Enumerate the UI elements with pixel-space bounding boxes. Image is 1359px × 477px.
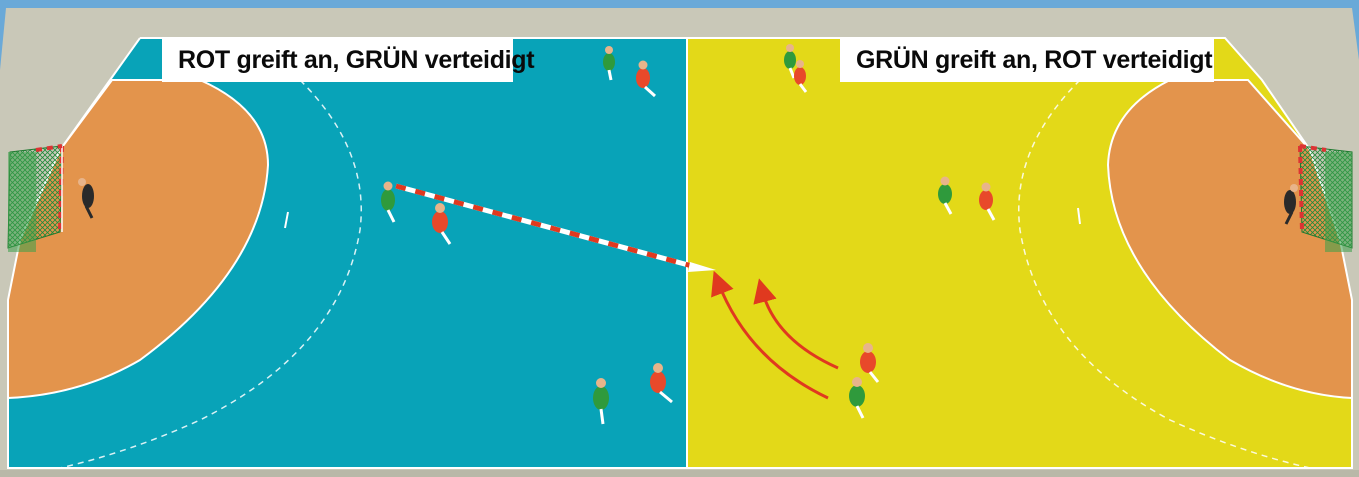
label-green-attacks: GRÜN greift an, ROT verteidigt — [840, 38, 1214, 82]
bottom-edge — [0, 470, 1359, 477]
label-red-attacks: ROT greift an, GRÜN verteidigt — [162, 38, 513, 82]
